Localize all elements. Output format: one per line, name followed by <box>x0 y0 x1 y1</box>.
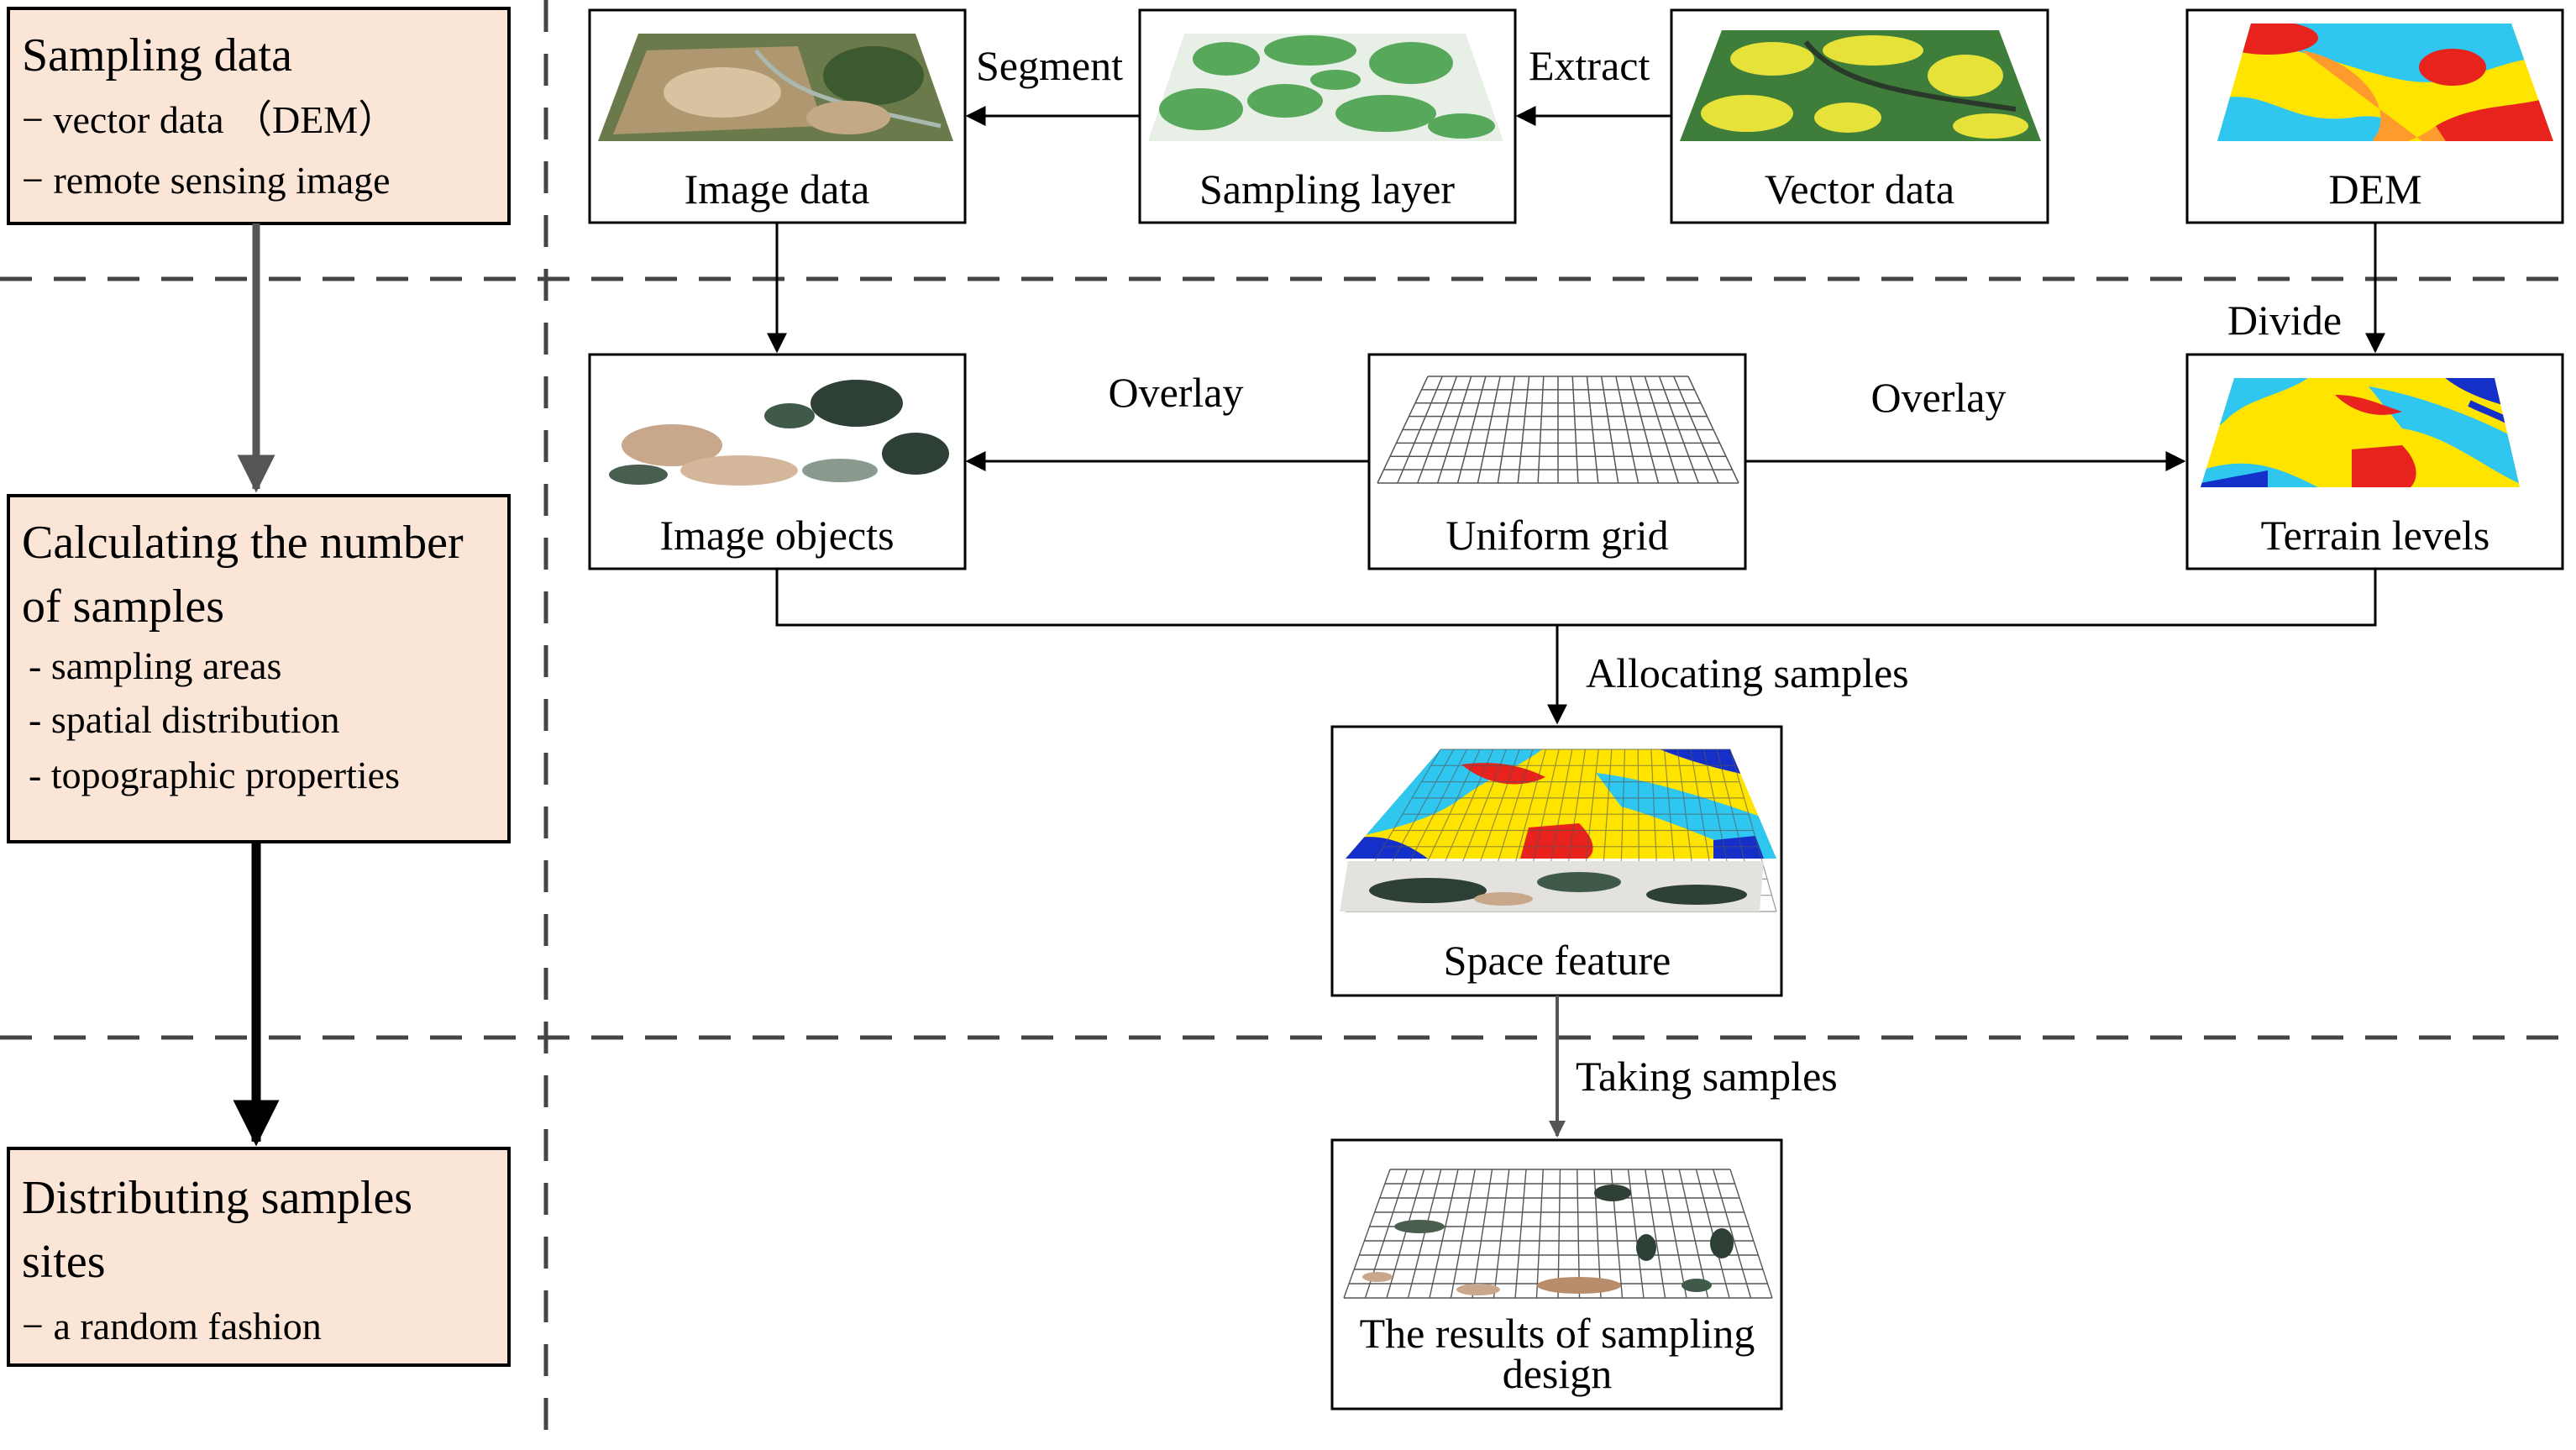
box-uniform-grid: Uniform grid <box>1367 353 1747 570</box>
stage-item: − a random fashion <box>22 1305 322 1348</box>
uniform-grid-thumbnail <box>1377 376 1739 484</box>
box-label: Sampling layer <box>1199 165 1455 213</box>
box-label: Uniform grid <box>1445 512 1668 559</box>
stage-item: - sampling areas <box>29 644 281 687</box>
stage-item: - topographic properties <box>29 754 400 796</box>
stage-sampling-data: Sampling data − vector data （DEM） − remo… <box>7 7 511 225</box>
box-label: DEM <box>2328 165 2421 213</box>
arrow-label-segment: Segment <box>976 42 1123 89</box>
stage-title: sites <box>22 1236 106 1288</box>
arrow-label-overlay-left: Overlay <box>1108 369 1243 416</box>
box-space-feature: Space feature <box>1330 725 1783 997</box>
arrow-label-overlay-right: Overlay <box>1870 374 2006 421</box>
dem-thumbnail <box>2217 24 2553 141</box>
stage-title: of samples <box>22 581 224 633</box>
stage-item: - spatial distribution <box>29 698 340 741</box>
box-label: Terrain levels <box>2261 512 2490 559</box>
stage-distributing-samples: Distributing samples sites − a random fa… <box>7 1147 511 1367</box>
arrow-label-extract: Extract <box>1529 42 1650 89</box>
stage-title: Distributing samples <box>22 1172 412 1224</box>
box-dem: DEM <box>2185 8 2564 224</box>
stage-item: − remote sensing image <box>22 159 391 202</box>
stage-box <box>7 1147 511 1367</box>
box-results: The results of sampling design <box>1330 1138 1783 1411</box>
stage-title: Sampling data <box>22 29 292 81</box>
box-image-data: Image data <box>588 8 967 224</box>
box-label: Image data <box>685 165 870 213</box>
stage-title: Calculating the number <box>22 517 464 569</box>
box-label: Space feature <box>1444 937 1671 984</box>
box-terrain-levels: Terrain levels <box>2185 353 2564 570</box>
box-vector-data: Vector data <box>1670 8 2049 224</box>
stage-item: − vector data （DEM） <box>22 98 396 141</box>
box-sampling-layer: Sampling layer <box>1138 8 1517 224</box>
box-label: design <box>1503 1350 1613 1397</box>
arrow-label-taking: Taking samples <box>1576 1053 1838 1100</box>
box-label: The results of sampling <box>1360 1310 1755 1357</box>
box-image-objects: Image objects <box>588 353 967 570</box>
box-label: Vector data <box>1765 165 1954 213</box>
allocation-bracket <box>775 569 2377 627</box>
stage-calculating-samples: Calculating the number of samples - samp… <box>7 494 511 843</box>
arrow-label-allocating: Allocating samples <box>1586 649 1909 696</box>
stage-box <box>7 494 511 843</box>
terrain-levels-thumbnail <box>2201 378 2520 487</box>
arrow-label-divide: Divide <box>2227 297 2342 344</box>
box-label: Image objects <box>659 512 894 559</box>
